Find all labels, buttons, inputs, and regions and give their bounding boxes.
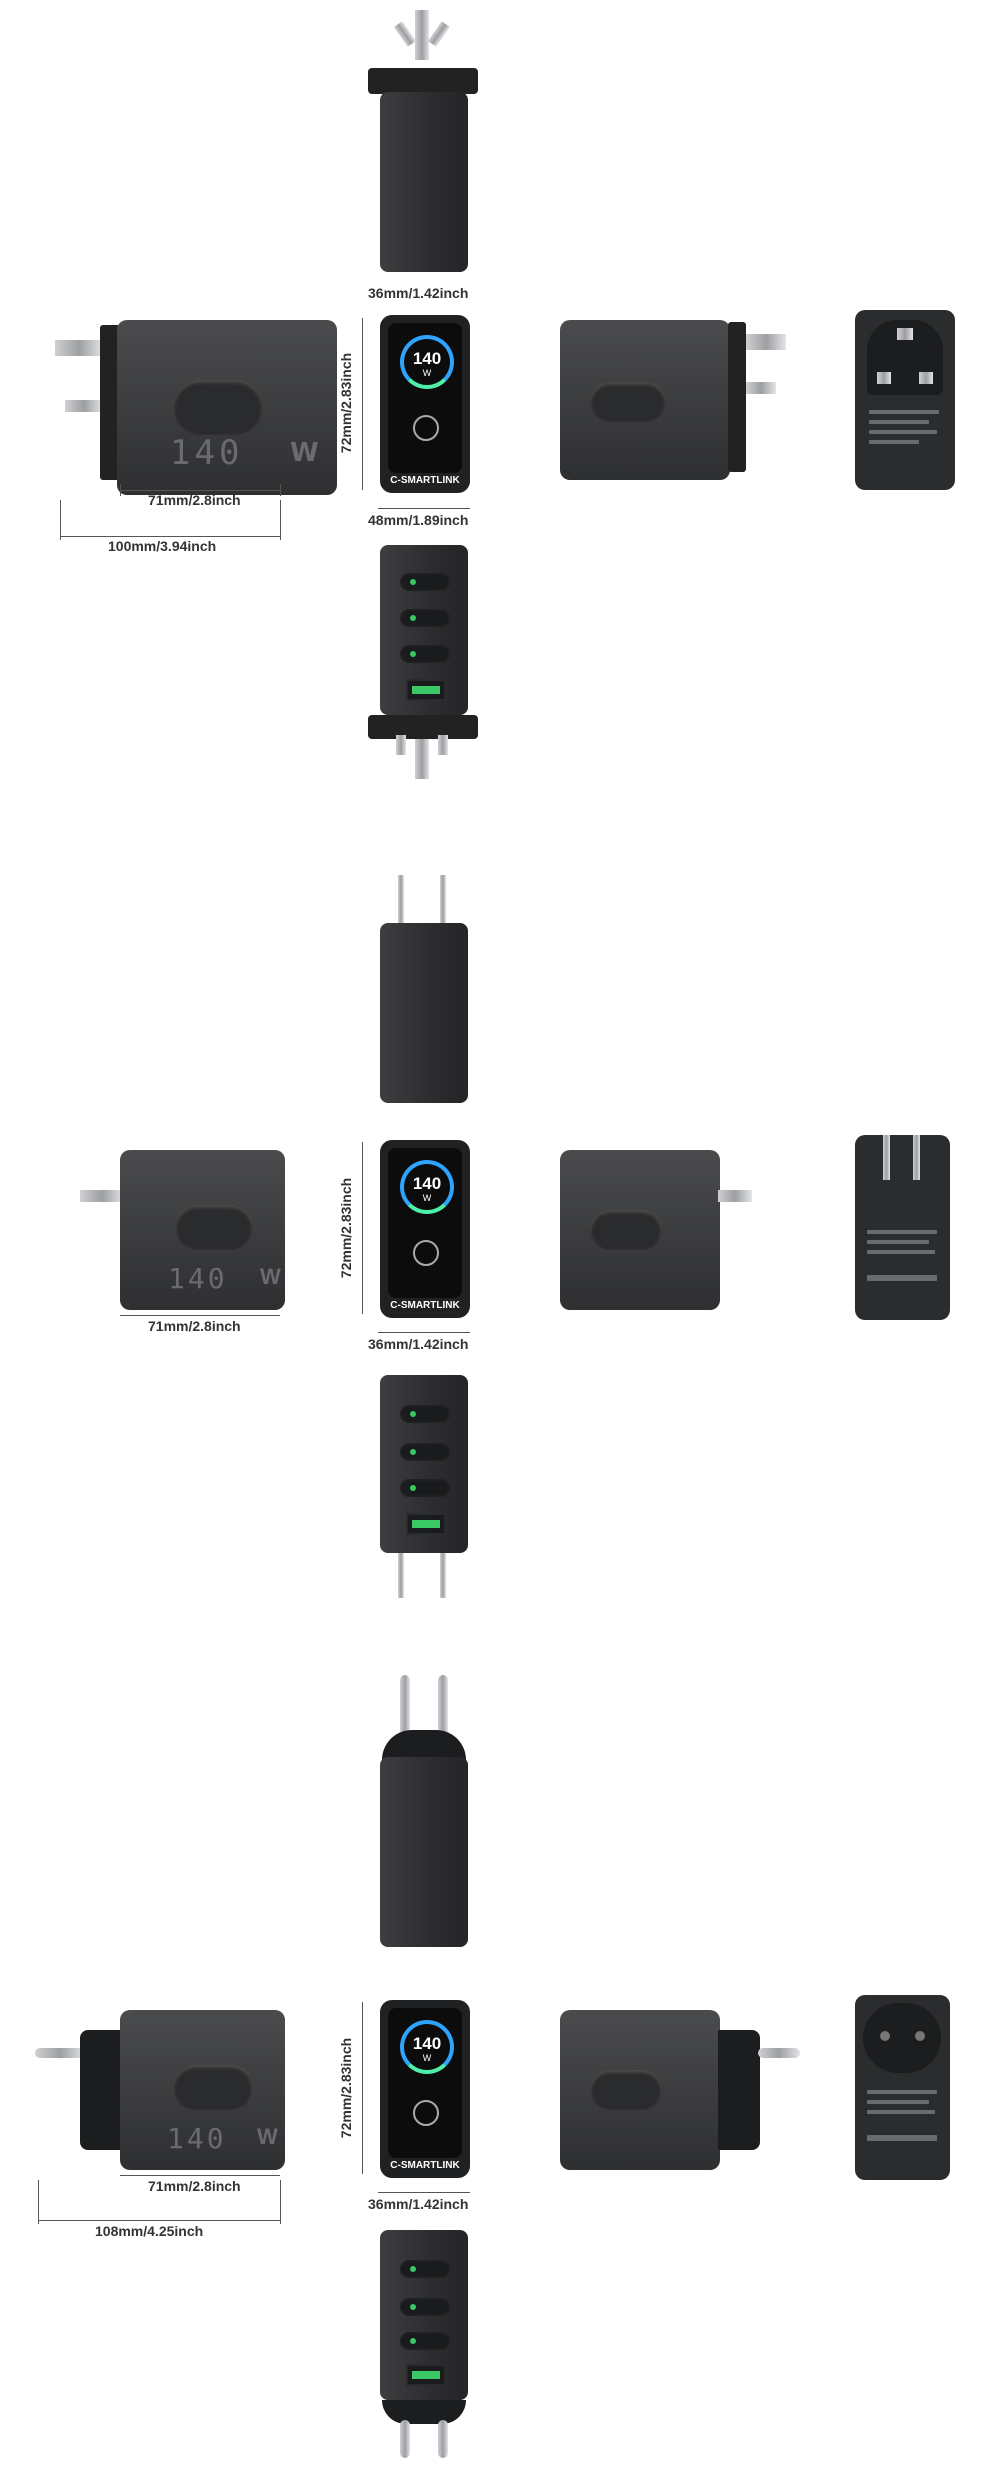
dim-side-width: 71mm/2.8inch [148, 492, 241, 508]
top-view-eu [360, 1675, 480, 1955]
back-view-us [855, 1135, 950, 1320]
section-us-charger: 140 W 71mm/2.8inch 140 W C-SMARTLINK 72m… [0, 860, 1000, 1620]
brand-label: C-SMARTLINK [390, 2160, 460, 2171]
back-view-eu [855, 1995, 950, 2180]
screen-watt-unit: W [422, 1193, 432, 1203]
front-view-us: 140 W C-SMARTLINK [380, 1140, 470, 1320]
watt-emboss: 140 [168, 1262, 228, 1295]
side-view-right-us [560, 1150, 780, 1310]
dim-front-height: 72mm/2.83inch [338, 1177, 355, 1279]
watt-emboss-unit: W [257, 2124, 278, 2149]
dim-side-width: 71mm/2.8inch [148, 1318, 241, 1334]
screen-watt-unit: W [422, 368, 432, 378]
section-eu-charger: 140 W 71mm/2.8inch 108mm/4.25inch 140 W … [0, 1660, 1000, 2460]
dim-side-width: 71mm/2.8inch [148, 2178, 241, 2194]
bottom-view-eu [360, 2230, 480, 2460]
watt-emboss-unit: W [290, 438, 319, 468]
brand-label: C-SMARTLINK [390, 475, 460, 486]
dim-total-width: 100mm/3.94inch [108, 538, 217, 554]
bottom-view-us [360, 1375, 480, 1605]
top-view-uk [360, 10, 480, 272]
front-view-uk: 140 W C-SMARTLINK [380, 315, 470, 495]
side-view-left-us: 140 W [80, 1150, 300, 1330]
dim-front-width: 36mm/1.42inch [368, 1336, 469, 1352]
dim-front-height: 72mm/2.83inch [338, 2037, 355, 2139]
side-view-left-uk: 140 W [55, 320, 337, 500]
back-view-uk [855, 310, 955, 490]
dim-front-width: 36mm/1.42inch [368, 2196, 469, 2212]
dim-total-width: 108mm/4.25inch [95, 2223, 204, 2239]
bottom-view-uk [360, 545, 480, 785]
side-view-left-eu: 140 W [35, 2010, 295, 2190]
screen-watt: 140 [412, 2034, 442, 2053]
watt-emboss-unit: W [260, 1264, 281, 1289]
watt-emboss: 140 [170, 433, 244, 473]
side-view-right-eu [560, 2010, 810, 2170]
side-view-right-uk [560, 320, 790, 480]
screen-watt: 140 [412, 349, 442, 368]
dim-front-height: 72mm/2.83inch [338, 352, 355, 454]
screen-watt-unit: W [422, 2053, 432, 2063]
dim-top-width: 36mm/1.42inch [368, 285, 469, 301]
top-view-us [360, 875, 480, 1115]
screen-watt: 140 [412, 1174, 442, 1193]
section-uk-charger: 36mm/1.42inch 140 W 71mm/2.8inch 100mm/3… [0, 0, 1000, 800]
brand-label: C-SMARTLINK [390, 1300, 460, 1311]
watt-emboss: 140 [167, 2122, 227, 2155]
front-view-eu: 140 W C-SMARTLINK [380, 2000, 470, 2180]
dim-front-width: 48mm/1.89inch [368, 512, 469, 528]
